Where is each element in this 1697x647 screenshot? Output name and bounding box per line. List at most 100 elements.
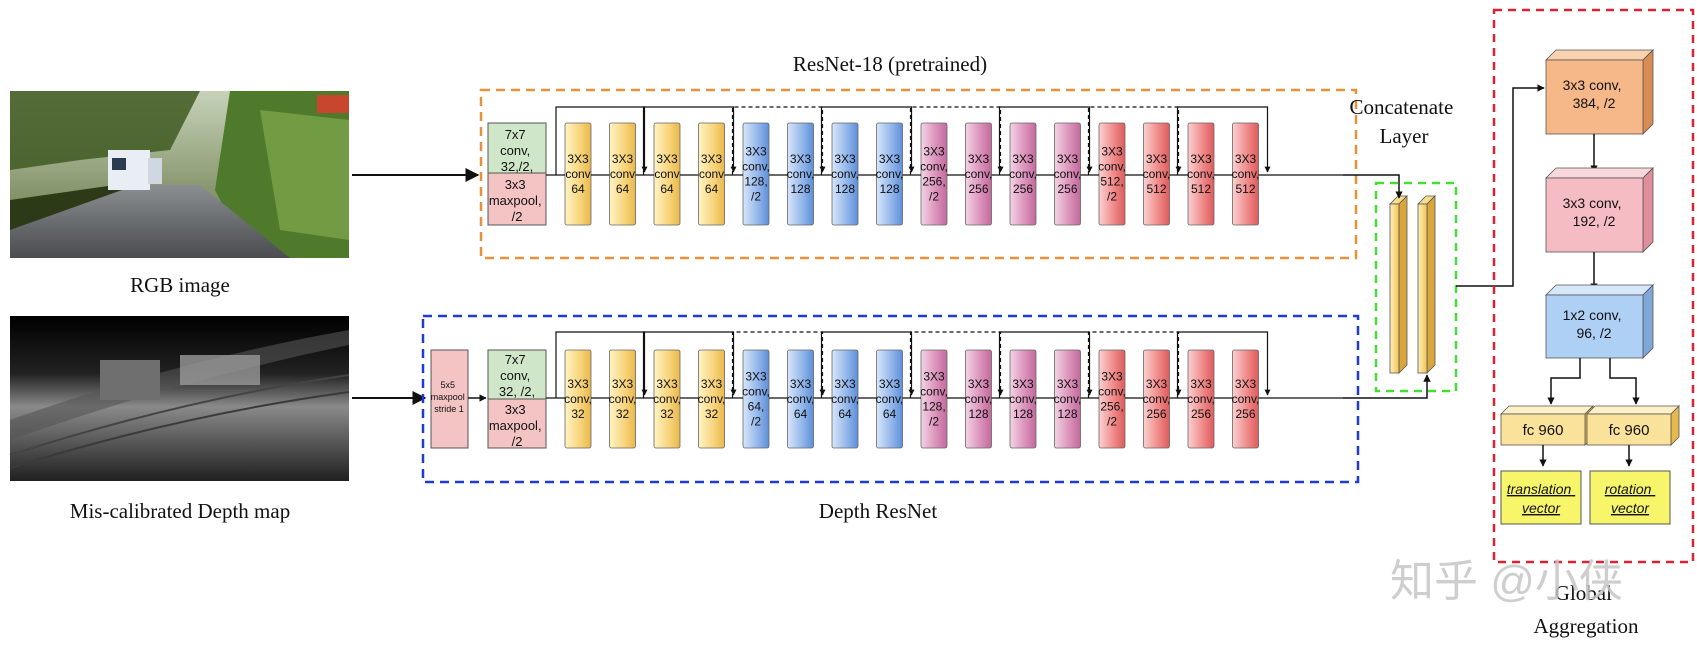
skip-connection: [820, 331, 915, 398]
rgb-stem-conv: [487, 122, 547, 174]
global-conv-384: [1545, 49, 1654, 135]
global-conv-192-line-1: 3x3 conv,: [1563, 195, 1622, 211]
rgb-conv-block: [564, 122, 592, 226]
fc-right: [1586, 405, 1680, 446]
rgb-image: [10, 91, 349, 258]
rgb-conv-block: [920, 122, 948, 226]
skip-connection: [1176, 106, 1271, 175]
translation-vector-line-1: translation: [1507, 481, 1572, 497]
global-conv-96-line-2: 96, /2: [1576, 325, 1611, 341]
depth-conv-block: [876, 349, 903, 449]
skip-connection: [998, 106, 1093, 175]
skip-connection: [642, 106, 737, 175]
global-title: Global Aggregation: [1534, 581, 1639, 638]
global-conv-192-line-2: 192, /2: [1573, 213, 1616, 229]
depth-conv-block: [609, 349, 636, 449]
fc-left-label: fc 960: [1523, 422, 1564, 439]
skip-connection: [1087, 106, 1182, 175]
depth-stem-conv-label: 7x7 conv, 32, /2,: [499, 352, 535, 399]
rgb-stem-conv-label: 7x7 conv, 32,/2,: [500, 127, 534, 174]
global-conv-384-line-2: 384, /2: [1573, 95, 1616, 111]
depth-conv-block: [653, 349, 681, 449]
rgb-stem-maxpool: [487, 172, 547, 226]
rotation-vector-box: [1589, 470, 1671, 525]
rgb-conv-block: [1232, 122, 1259, 226]
depth-pre-maxpool-line-3: stride 1: [434, 404, 464, 414]
depth-conv-block: [1054, 349, 1081, 449]
rgb-conv-block: [742, 122, 770, 226]
rgb-stem-maxpool-line-3: /2: [512, 209, 523, 224]
rgb-conv-block: [831, 122, 859, 226]
depth-conv-block: [564, 349, 592, 449]
depth-map-image: [9, 316, 350, 481]
depth-pre-maxpool-label: 5x5 maxpool stride 1: [431, 380, 468, 414]
depth-branch-box: [421, 314, 1360, 484]
depth-conv-block: [1098, 349, 1126, 449]
rgb-stem-maxpool-line-2: maxpool,: [489, 193, 542, 208]
depth-stem-conv-line-3: 32, /2,: [499, 384, 535, 399]
rotation-vector-line-2: vector: [1611, 500, 1650, 516]
global-conv-96-label: 1x2 conv, 96, /2: [1563, 307, 1626, 341]
rgb-stem-maxpool-label: 3x3 maxpool, /2: [489, 177, 545, 224]
depth-stem-maxpool-label: 3x3 maxpool, /2: [489, 402, 545, 449]
depth-skip-connections: [555, 331, 1271, 398]
rgb-branch-title: ResNet-18 (pretrained): [793, 52, 987, 76]
rgb-skip-connections: [555, 106, 1271, 175]
skip-connection: [998, 331, 1093, 398]
depth-pre-maxpool: [430, 349, 469, 449]
watermark: 知乎 @小侠: [1390, 557, 1623, 606]
depth-conv-block: [787, 349, 814, 449]
rgb-stem-conv-line-1: 7x7: [505, 127, 526, 142]
depth-stem-maxpool-line-1: 3x3: [505, 402, 526, 417]
global-box: [1492, 8, 1695, 564]
depth-stem-maxpool-line-3: /2: [512, 434, 523, 449]
skip-connection: [731, 106, 826, 175]
depth-conv-block: [698, 349, 725, 449]
depth-stem-maxpool: [487, 398, 547, 449]
depth-conv-block: [742, 349, 770, 449]
concat-title-line-1: Concatenate: [1349, 95, 1453, 119]
rgb-conv-block: [609, 122, 636, 226]
depth-conv-block: [1187, 349, 1215, 449]
depth-pre-maxpool-line-1: 5x5: [440, 380, 455, 390]
global-title-line-1: Global: [1555, 581, 1612, 605]
depth-stem-conv-line-2: conv,: [500, 368, 530, 383]
rgb-conv-block: [965, 122, 992, 226]
translation-vector-label: translation vector: [1507, 481, 1575, 516]
concat-to-global-arrow: [1456, 84, 1545, 287]
depth-branch-title: Depth ResNet: [819, 499, 938, 523]
skip-connection: [642, 331, 737, 398]
translation-vector-line-2: vector: [1522, 500, 1561, 516]
global-conv-192: [1545, 167, 1654, 253]
skip-connection: [555, 331, 648, 398]
skip-connection: [555, 106, 648, 175]
global-conv-96-line-1: 1x2 conv,: [1563, 307, 1622, 323]
rgb-stem-maxpool-line-1: 3x3: [505, 177, 526, 192]
concat-feature-left: [1389, 195, 1408, 374]
rgb-conv-block: [1098, 122, 1126, 226]
rotation-vector-label: rotation vector: [1605, 481, 1656, 516]
rgb-conv-block: [1143, 122, 1170, 226]
